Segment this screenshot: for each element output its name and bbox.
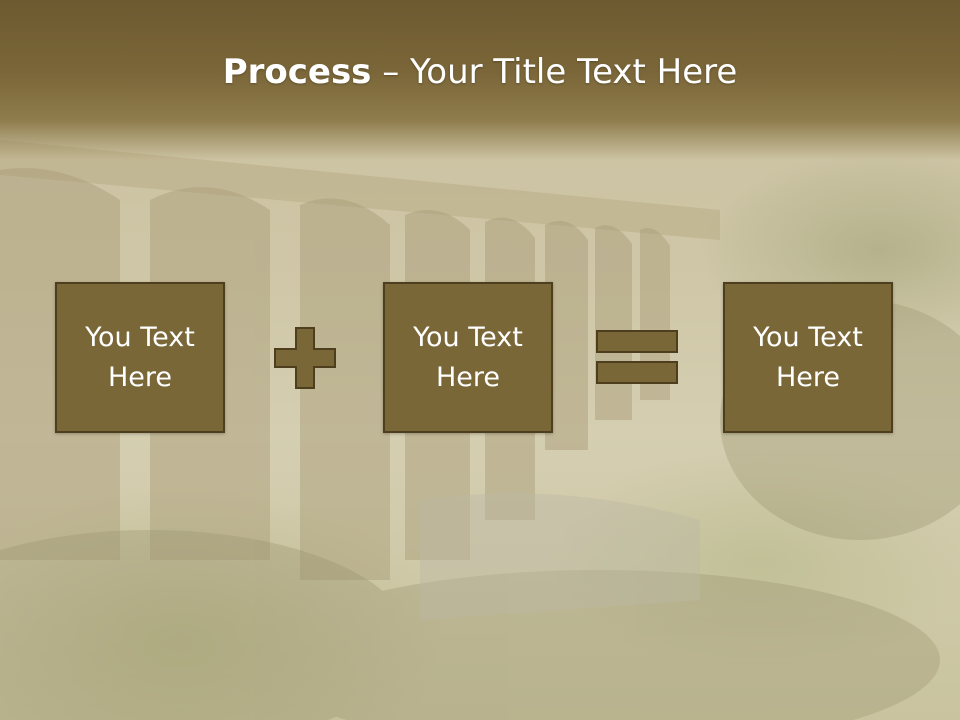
text-box-1[interactable]: You Text Here xyxy=(55,282,225,433)
slide-title[interactable]: Process – Your Title Text Here xyxy=(0,52,960,92)
title-bold: Process xyxy=(222,52,372,92)
title-rest: – Your Title Text Here xyxy=(371,52,738,92)
text-box-3-label: You Text Here xyxy=(753,321,863,393)
plus-icon xyxy=(274,327,336,389)
text-box-2-label: You Text Here xyxy=(413,321,523,393)
text-box-1-label: You Text Here xyxy=(85,321,195,393)
title-band xyxy=(0,0,960,160)
text-box-2[interactable]: You Text Here xyxy=(383,282,553,433)
text-box-3[interactable]: You Text Here xyxy=(723,282,893,433)
equals-icon xyxy=(596,330,678,384)
